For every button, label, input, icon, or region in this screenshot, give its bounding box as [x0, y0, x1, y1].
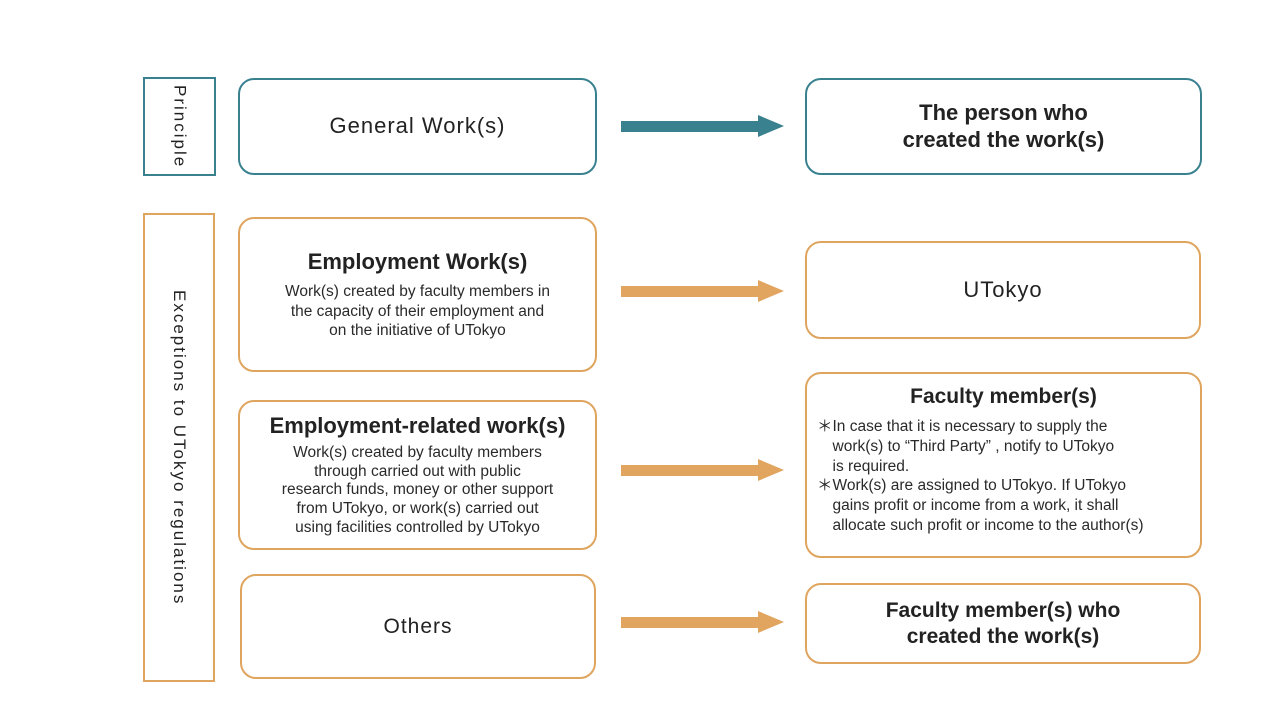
owner-note: ＊Work(s) are assigned to UTokyo. If UTok…: [817, 477, 1144, 534]
category-box-general-works: General Work(s): [238, 78, 597, 175]
owner-title: Faculty member(s): [910, 385, 1097, 408]
arrow-head: [758, 459, 784, 481]
arrow-head: [758, 280, 784, 302]
category-box-employment-related-works: Employment-related work(s) Work(s) creat…: [238, 400, 597, 550]
arrow-shaft: [621, 120, 758, 132]
category-title: Employment Work(s): [307, 248, 528, 274]
category-box-others: Others: [240, 574, 596, 679]
owner-notes: ＊In case that it is necessary to supply …: [817, 417, 1190, 535]
category-title: General Work(s): [329, 113, 506, 139]
category-title: Employment-related work(s): [269, 412, 566, 438]
owner-title: Faculty member(s) who created the work(s…: [885, 599, 1121, 648]
arrow-shaft: [621, 616, 758, 628]
owner-box-utokyo: UTokyo: [805, 241, 1201, 339]
row-label-principle-text: Principle: [170, 84, 190, 169]
arrow-shaft: [621, 464, 758, 476]
row-label-principle: Principle: [143, 77, 216, 176]
arrow-shaft: [621, 285, 758, 297]
owner-note: ＊In case that it is necessary to supply …: [817, 418, 1115, 475]
row-label-exceptions-text: Exceptions to UTokyo regulations: [170, 289, 189, 606]
row-label-exceptions: Exceptions to UTokyo regulations: [143, 213, 215, 682]
category-title: Others: [383, 614, 453, 638]
category-description: Work(s) created by faculty members throu…: [281, 444, 554, 536]
owner-title: UTokyo: [963, 276, 1043, 302]
flow-arrow-icon: [621, 459, 784, 481]
flow-arrow-icon: [621, 611, 784, 633]
owner-title: The person who created the work(s): [902, 100, 1105, 152]
category-box-employment-works: Employment Work(s) Work(s) created by fa…: [238, 217, 597, 372]
arrow-head: [758, 611, 784, 633]
arrow-head: [758, 115, 784, 137]
category-description: Work(s) created by faculty members in th…: [284, 283, 550, 339]
owner-box-person-who-created: The person who created the work(s): [805, 78, 1202, 175]
owner-box-faculty-who-created: Faculty member(s) who created the work(s…: [805, 583, 1201, 664]
owner-box-faculty-members: Faculty member(s) ＊In case that it is ne…: [805, 372, 1202, 558]
flow-arrow-icon: [621, 115, 784, 137]
flow-arrow-icon: [621, 280, 784, 302]
